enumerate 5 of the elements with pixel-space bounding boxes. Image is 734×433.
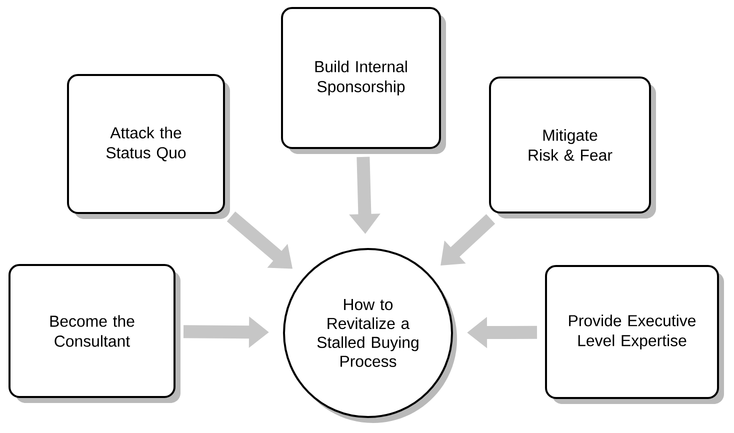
topic-box: Attack the Status Quo: [67, 74, 230, 219]
topic-box: Provide Executive Level Expertise: [545, 265, 724, 404]
topic-box: Mitigate Risk & Fear: [489, 76, 656, 218]
topic-box: Build Internal Sponsorship: [281, 7, 446, 154]
topic-box: Become the Consultant: [8, 264, 180, 403]
